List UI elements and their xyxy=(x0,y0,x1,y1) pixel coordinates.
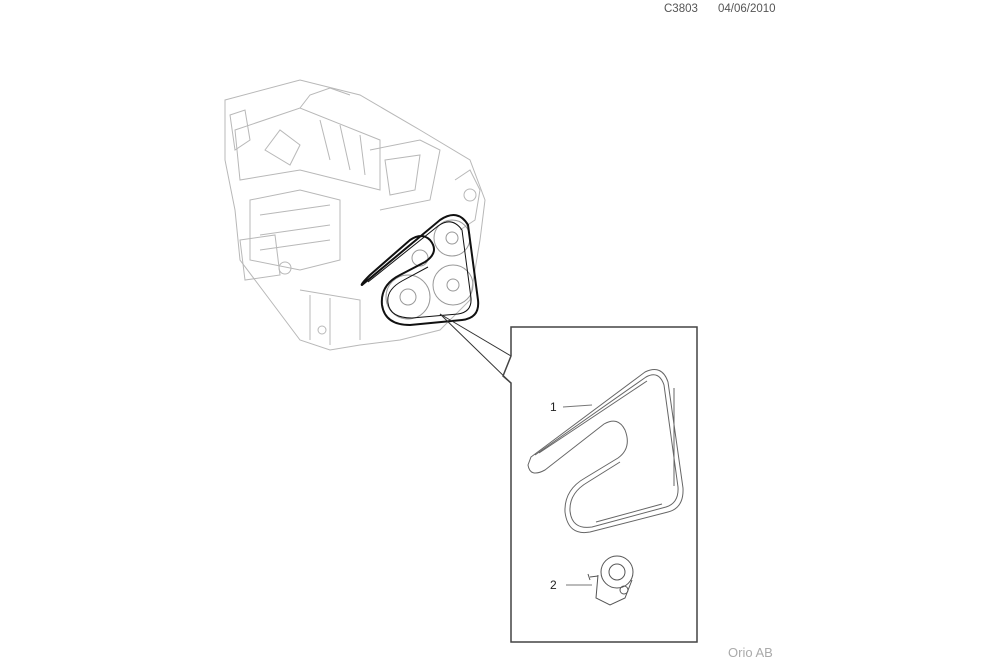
diagram-date: 04/06/2010 xyxy=(718,3,776,15)
detail-callout-lines xyxy=(439,313,512,384)
engine-drive-belt xyxy=(360,214,480,327)
footer-brand: Orio AB xyxy=(728,645,773,660)
detail-box xyxy=(502,326,698,643)
engine-pulleys xyxy=(385,219,474,320)
part-2-tensioner-illustration xyxy=(587,555,634,606)
part-1-leader-line xyxy=(562,404,593,408)
part-1-belt-illustration xyxy=(527,369,684,534)
engine-illustration xyxy=(224,79,486,351)
diagram-code: C3803 xyxy=(664,3,698,15)
part-1-callout-number: 1 xyxy=(550,400,557,414)
part-2-callout-number: 2 xyxy=(550,578,557,592)
